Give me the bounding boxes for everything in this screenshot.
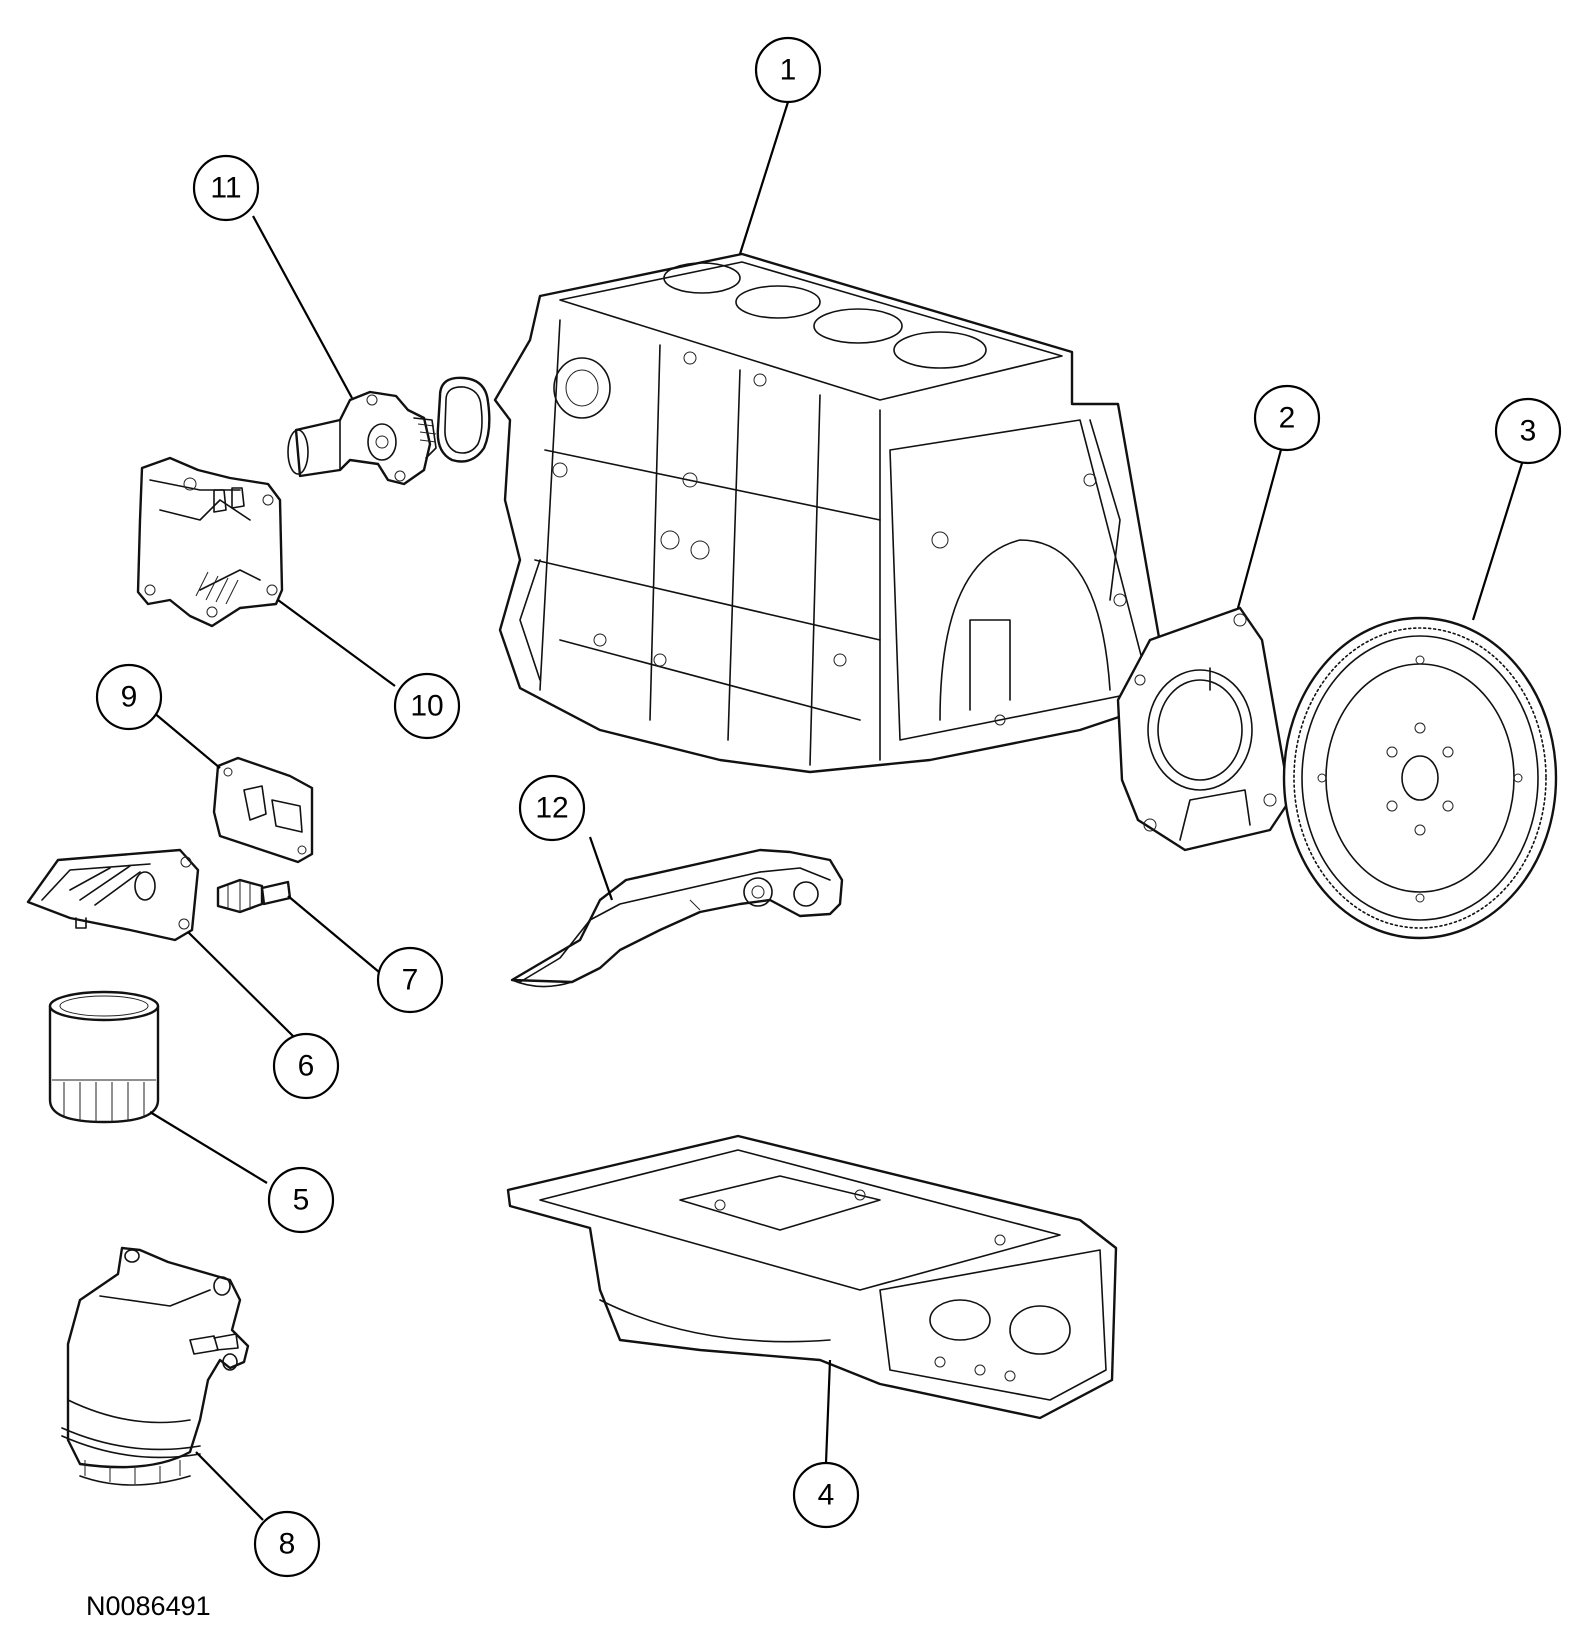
callout-5: 5 — [267, 1166, 335, 1234]
cylinder-block — [493, 252, 1172, 774]
thermostat-assembly — [287, 376, 491, 486]
leader-line-8 — [195, 1451, 264, 1521]
callout-label-2: 2 — [1279, 402, 1296, 435]
leader-line-10 — [277, 599, 396, 687]
callout-label-12: 12 — [535, 792, 568, 825]
oil-filter-adapter — [26, 848, 200, 942]
water-outlet-housing — [136, 456, 284, 628]
callout-label-6: 6 — [298, 1050, 315, 1083]
oil-pressure-switch — [216, 878, 292, 914]
leader-line-11 — [252, 215, 353, 399]
callout-label-9: 9 — [121, 681, 138, 714]
callout-label-10: 10 — [410, 690, 443, 723]
leader-line-9 — [152, 711, 221, 769]
callout-7: 7 — [376, 946, 444, 1014]
callout-8: 8 — [253, 1510, 321, 1578]
callout-1: 1 — [754, 36, 822, 104]
oil-filter — [48, 990, 160, 1124]
callout-11: 11 — [192, 154, 260, 222]
leader-line-4 — [824, 1359, 832, 1464]
leader-line-7 — [287, 895, 380, 973]
callout-label-1: 1 — [780, 54, 797, 87]
callout-4: 4 — [792, 1461, 860, 1529]
leader-line-2 — [1236, 445, 1284, 609]
oil-filter-housing — [61, 1246, 250, 1486]
oil-pump-pickup-tube — [510, 848, 844, 988]
leader-line-3 — [1471, 459, 1525, 621]
callout-10: 10 — [393, 672, 461, 740]
callout-6: 6 — [272, 1032, 340, 1100]
leader-line-12 — [588, 836, 614, 901]
rear-seal-retainer — [1116, 606, 1292, 852]
callout-label-4: 4 — [818, 1479, 835, 1512]
callout-12: 12 — [518, 774, 586, 842]
leader-lines — [149, 101, 1525, 1521]
leader-line-5 — [149, 1111, 268, 1184]
callout-2: 2 — [1253, 384, 1321, 452]
callout-label-5: 5 — [293, 1184, 310, 1217]
callout-label-3: 3 — [1520, 415, 1537, 448]
leader-line-1 — [738, 101, 790, 255]
callout-9: 9 — [95, 663, 163, 731]
leader-line-6 — [187, 931, 295, 1038]
callout-label-11: 11 — [210, 172, 241, 205]
callout-3: 3 — [1494, 397, 1562, 465]
adapter-gasket — [212, 756, 314, 864]
flywheel — [1282, 616, 1558, 940]
oil-pan — [506, 1134, 1118, 1420]
callout-label-8: 8 — [279, 1528, 296, 1561]
callout-label-7: 7 — [402, 964, 419, 997]
figure-code: N0086491 — [86, 1591, 211, 1621]
